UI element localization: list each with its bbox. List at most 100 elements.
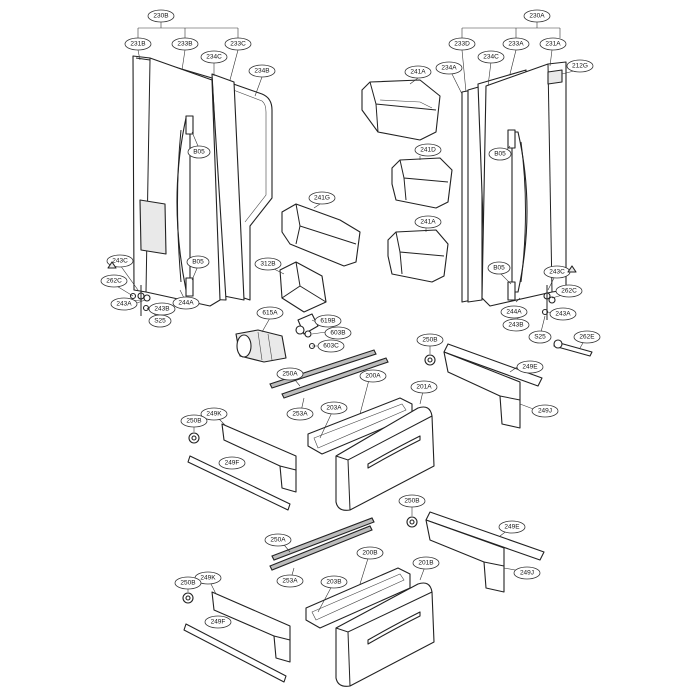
label-250b-lower-right: 250B	[398, 494, 426, 508]
svg-text:233B: 233B	[177, 41, 192, 48]
label-603b: 603B	[324, 326, 352, 340]
svg-text:250B: 250B	[404, 498, 419, 505]
svg-text:230B: 230B	[153, 13, 168, 20]
drawer-rail-lower-2	[271, 517, 375, 561]
svg-text:250A: 250A	[282, 371, 298, 378]
svg-text:603C: 603C	[323, 343, 339, 350]
label-s25-right: S25	[528, 330, 552, 344]
svg-text:B05: B05	[493, 265, 505, 272]
label-230b: 230B	[147, 9, 175, 23]
svg-text:234C: 234C	[483, 54, 499, 61]
label-s25-left: S25	[148, 314, 172, 328]
svg-text:201A: 201A	[416, 384, 432, 391]
svg-text:249K: 249K	[200, 575, 216, 582]
label-200b: 200B	[356, 546, 384, 560]
label-243b-right: 243B	[502, 318, 530, 332]
svg-text:233A: 233A	[508, 41, 524, 48]
drawer-slide-249e-upper	[443, 343, 543, 387]
svg-text:230A: 230A	[529, 13, 545, 20]
svg-text:249E: 249E	[522, 364, 538, 371]
part-labels: 230B 231B 233B 234C 233C 234B B05 B05 24…	[100, 9, 601, 629]
svg-text:243C: 243C	[549, 269, 565, 276]
right-upper-hinge	[507, 129, 516, 149]
svg-text:249K: 249K	[206, 411, 222, 418]
right-lower-hinge	[507, 281, 516, 301]
svg-text:243C: 243C	[112, 258, 128, 265]
svg-text:203A: 203A	[326, 405, 342, 412]
door-bin-241d	[391, 157, 453, 209]
label-249k-upper: 249K	[200, 407, 228, 421]
label-212g: 212G	[566, 59, 594, 73]
label-231a: 231A	[539, 37, 567, 51]
drawer-bracket-249k-lower	[211, 591, 291, 663]
svg-text:241D: 241D	[420, 147, 436, 154]
left-upper-hinge	[185, 115, 194, 135]
svg-text:203B: 203B	[326, 579, 341, 586]
svg-text:243B: 243B	[154, 306, 169, 313]
door-bins	[281, 79, 453, 283]
svg-text:234C: 234C	[206, 54, 222, 61]
label-312b: 312B	[254, 257, 282, 271]
label-249e-upper: 249E	[516, 360, 544, 374]
label-241d: 241D	[414, 143, 442, 157]
label-b05-left-lower: B05	[186, 255, 210, 269]
label-b05-left-upper: B05	[187, 145, 211, 159]
bracket-312b	[279, 261, 327, 313]
svg-text:262E: 262E	[579, 334, 595, 341]
svg-text:243A: 243A	[555, 311, 571, 318]
label-203b: 203B	[320, 575, 348, 589]
label-249f-lower: 249F	[204, 615, 232, 629]
left-door-display-panel	[139, 199, 167, 255]
svg-text:233D: 233D	[454, 41, 470, 48]
svg-text:200A: 200A	[365, 373, 381, 380]
ice-components	[235, 261, 327, 363]
label-615a: 615A	[256, 306, 284, 320]
label-201b: 201B	[412, 556, 440, 570]
svg-text:603B: 603B	[330, 330, 345, 337]
svg-text:244A: 244A	[506, 309, 522, 316]
svg-text:244A: 244A	[178, 300, 194, 307]
label-250b-upper-right: 250B	[416, 333, 444, 347]
svg-text:241G: 241G	[314, 195, 330, 202]
label-243c-right: 243C	[543, 265, 571, 279]
svg-text:243B: 243B	[508, 322, 523, 329]
label-233b: 233B	[171, 37, 199, 51]
label-244a-left: 244A	[172, 296, 200, 310]
label-619b: 619B	[314, 314, 342, 328]
svg-text:250A: 250A	[270, 537, 286, 544]
upper-drawer-assembly	[187, 343, 543, 511]
svg-text:B05: B05	[494, 151, 506, 158]
label-250b-upper-left: 250B	[180, 414, 208, 428]
svg-text:S25: S25	[534, 334, 546, 341]
label-249e-lower: 249E	[498, 520, 526, 534]
svg-text:249J: 249J	[538, 408, 552, 415]
svg-text:262C: 262C	[561, 288, 577, 295]
right-door-assembly	[461, 61, 570, 320]
label-233a: 233A	[502, 37, 530, 51]
svg-text:253A: 253A	[282, 578, 298, 585]
arrow-left-hinge	[107, 261, 117, 269]
label-200a: 200A	[359, 369, 387, 383]
svg-text:201B: 201B	[418, 560, 433, 567]
svg-text:241A: 241A	[410, 69, 426, 76]
lower-drawer-assembly	[182, 511, 545, 687]
svg-text:250B: 250B	[180, 580, 195, 587]
drawer-slide-249f-lower	[183, 623, 287, 683]
svg-text:249F: 249F	[225, 460, 240, 467]
label-250b-lower-left: 250B	[174, 576, 202, 590]
svg-text:200B: 200B	[362, 550, 377, 557]
label-234a: 234A	[435, 61, 463, 75]
label-234c-right: 234C	[477, 50, 505, 64]
svg-text:231A: 231A	[545, 41, 561, 48]
svg-text:262C: 262C	[106, 278, 122, 285]
label-249j-upper: 249J	[531, 404, 559, 418]
left-door-assembly	[129, 55, 273, 316]
wrench-262e	[553, 339, 593, 357]
svg-text:241A: 241A	[420, 219, 436, 226]
door-liner-233d	[467, 85, 483, 303]
label-230a: 230A	[523, 9, 551, 23]
drawer-slide-249f-upper	[187, 455, 291, 511]
svg-text:312B: 312B	[260, 261, 275, 268]
label-234b: 234B	[248, 64, 276, 78]
